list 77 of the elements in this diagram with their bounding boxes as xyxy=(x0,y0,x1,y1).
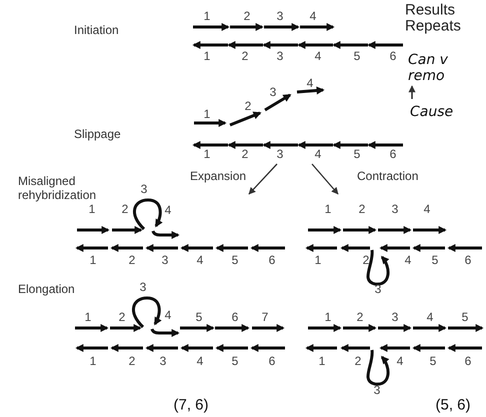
repeat-number: 3 xyxy=(140,183,148,197)
repeat-number: 2 xyxy=(128,355,136,369)
repeat-number: 1 xyxy=(88,203,96,217)
repeat-number: 1 xyxy=(324,203,332,217)
repeat-number: 3 xyxy=(270,86,276,100)
repeat-number: 1 xyxy=(318,355,326,369)
repeat-number: 1 xyxy=(90,254,96,268)
repeat-number: 6 xyxy=(390,50,396,64)
repeat-number: 7 xyxy=(262,311,268,325)
repeat-number: 1 xyxy=(204,10,210,24)
repeat-number: 5 xyxy=(430,355,436,369)
repeat-number: 2 xyxy=(358,203,366,217)
repeat-number: 4 xyxy=(164,309,172,323)
stage-label: Slippage xyxy=(74,128,121,142)
repeat-number: 5 xyxy=(354,148,360,162)
repeat-number: 1 xyxy=(314,254,322,268)
repeat-number: 4 xyxy=(196,355,204,369)
repeat-number: 1 xyxy=(204,108,210,122)
repeat-number: 2 xyxy=(122,203,128,217)
repeat-number: 1 xyxy=(204,50,210,64)
handwritten-note: remo xyxy=(408,68,445,84)
repeat-number: 4 xyxy=(314,50,322,64)
repeat-number: 6 xyxy=(464,355,472,369)
repeat-number: 3 xyxy=(276,148,284,162)
repeat-number: 5 xyxy=(354,50,360,64)
repeat-number: 3 xyxy=(160,355,166,369)
repeat-number: 4 xyxy=(314,148,322,162)
repeat-number: 5 xyxy=(232,355,238,369)
handwritten-note: Cause xyxy=(410,104,454,120)
repeat-number: 2 xyxy=(244,100,252,114)
repeat-number: 6 xyxy=(268,254,276,268)
repeat-number: 2 xyxy=(356,311,364,325)
repeat-number: 5 xyxy=(232,254,238,268)
repeat-number: 6 xyxy=(268,355,276,369)
repeat-number: 4 xyxy=(424,203,430,217)
repeat-number: 3 xyxy=(392,311,398,325)
stage-label: Misaligned rehybridization xyxy=(18,175,98,203)
repeat-number: 2 xyxy=(242,50,248,64)
repeat-number: 2 xyxy=(362,254,370,268)
direction-label: Contraction xyxy=(357,170,418,184)
stage-label: Initiation xyxy=(74,24,119,38)
repeat-number: 2 xyxy=(242,148,248,162)
heading-text: Repeats xyxy=(405,17,461,35)
repeat-number: 2 xyxy=(354,355,362,369)
repeat-number: 3 xyxy=(276,50,284,64)
repeat-number: 2 xyxy=(118,311,126,325)
repeat-number: 3 xyxy=(140,281,146,295)
repeat-number: 3 xyxy=(392,203,398,217)
repeat-number: 1 xyxy=(90,355,96,369)
repeat-number: 3 xyxy=(276,10,284,24)
repeat-count-label: (7, 6) xyxy=(174,396,208,414)
handwritten-note: Can v xyxy=(408,52,448,68)
repeat-number: 4 xyxy=(306,77,314,91)
repeat-number: 2 xyxy=(128,254,136,268)
repeat-number: 2 xyxy=(244,10,250,24)
direction-label: Expansion xyxy=(190,170,246,184)
repeat-number: 3 xyxy=(374,384,380,398)
repeat-number: 5 xyxy=(196,311,202,325)
repeat-number: 3 xyxy=(162,254,168,268)
repeat-number: 6 xyxy=(232,311,238,325)
heading-text: Results xyxy=(405,1,456,19)
repeat-number: 1 xyxy=(84,311,92,325)
repeat-number: 4 xyxy=(426,311,434,325)
repeat-number: 4 xyxy=(404,254,412,268)
repeat-number: 5 xyxy=(462,311,468,325)
repeat-number: 4 xyxy=(196,254,204,268)
repeat-number: 3 xyxy=(374,283,382,297)
repeat-count-label: (5, 6) xyxy=(436,396,470,414)
repeat-number: 5 xyxy=(432,254,438,268)
repeat-number: 1 xyxy=(324,311,332,325)
repeat-number: 6 xyxy=(390,148,396,162)
repeat-number: 4 xyxy=(396,355,404,369)
repeat-number: 4 xyxy=(164,204,172,218)
stage-label: Elongation xyxy=(18,283,75,297)
repeat-number: 1 xyxy=(204,148,210,162)
repeat-number: 6 xyxy=(464,254,472,268)
repeat-number: 4 xyxy=(310,10,316,24)
